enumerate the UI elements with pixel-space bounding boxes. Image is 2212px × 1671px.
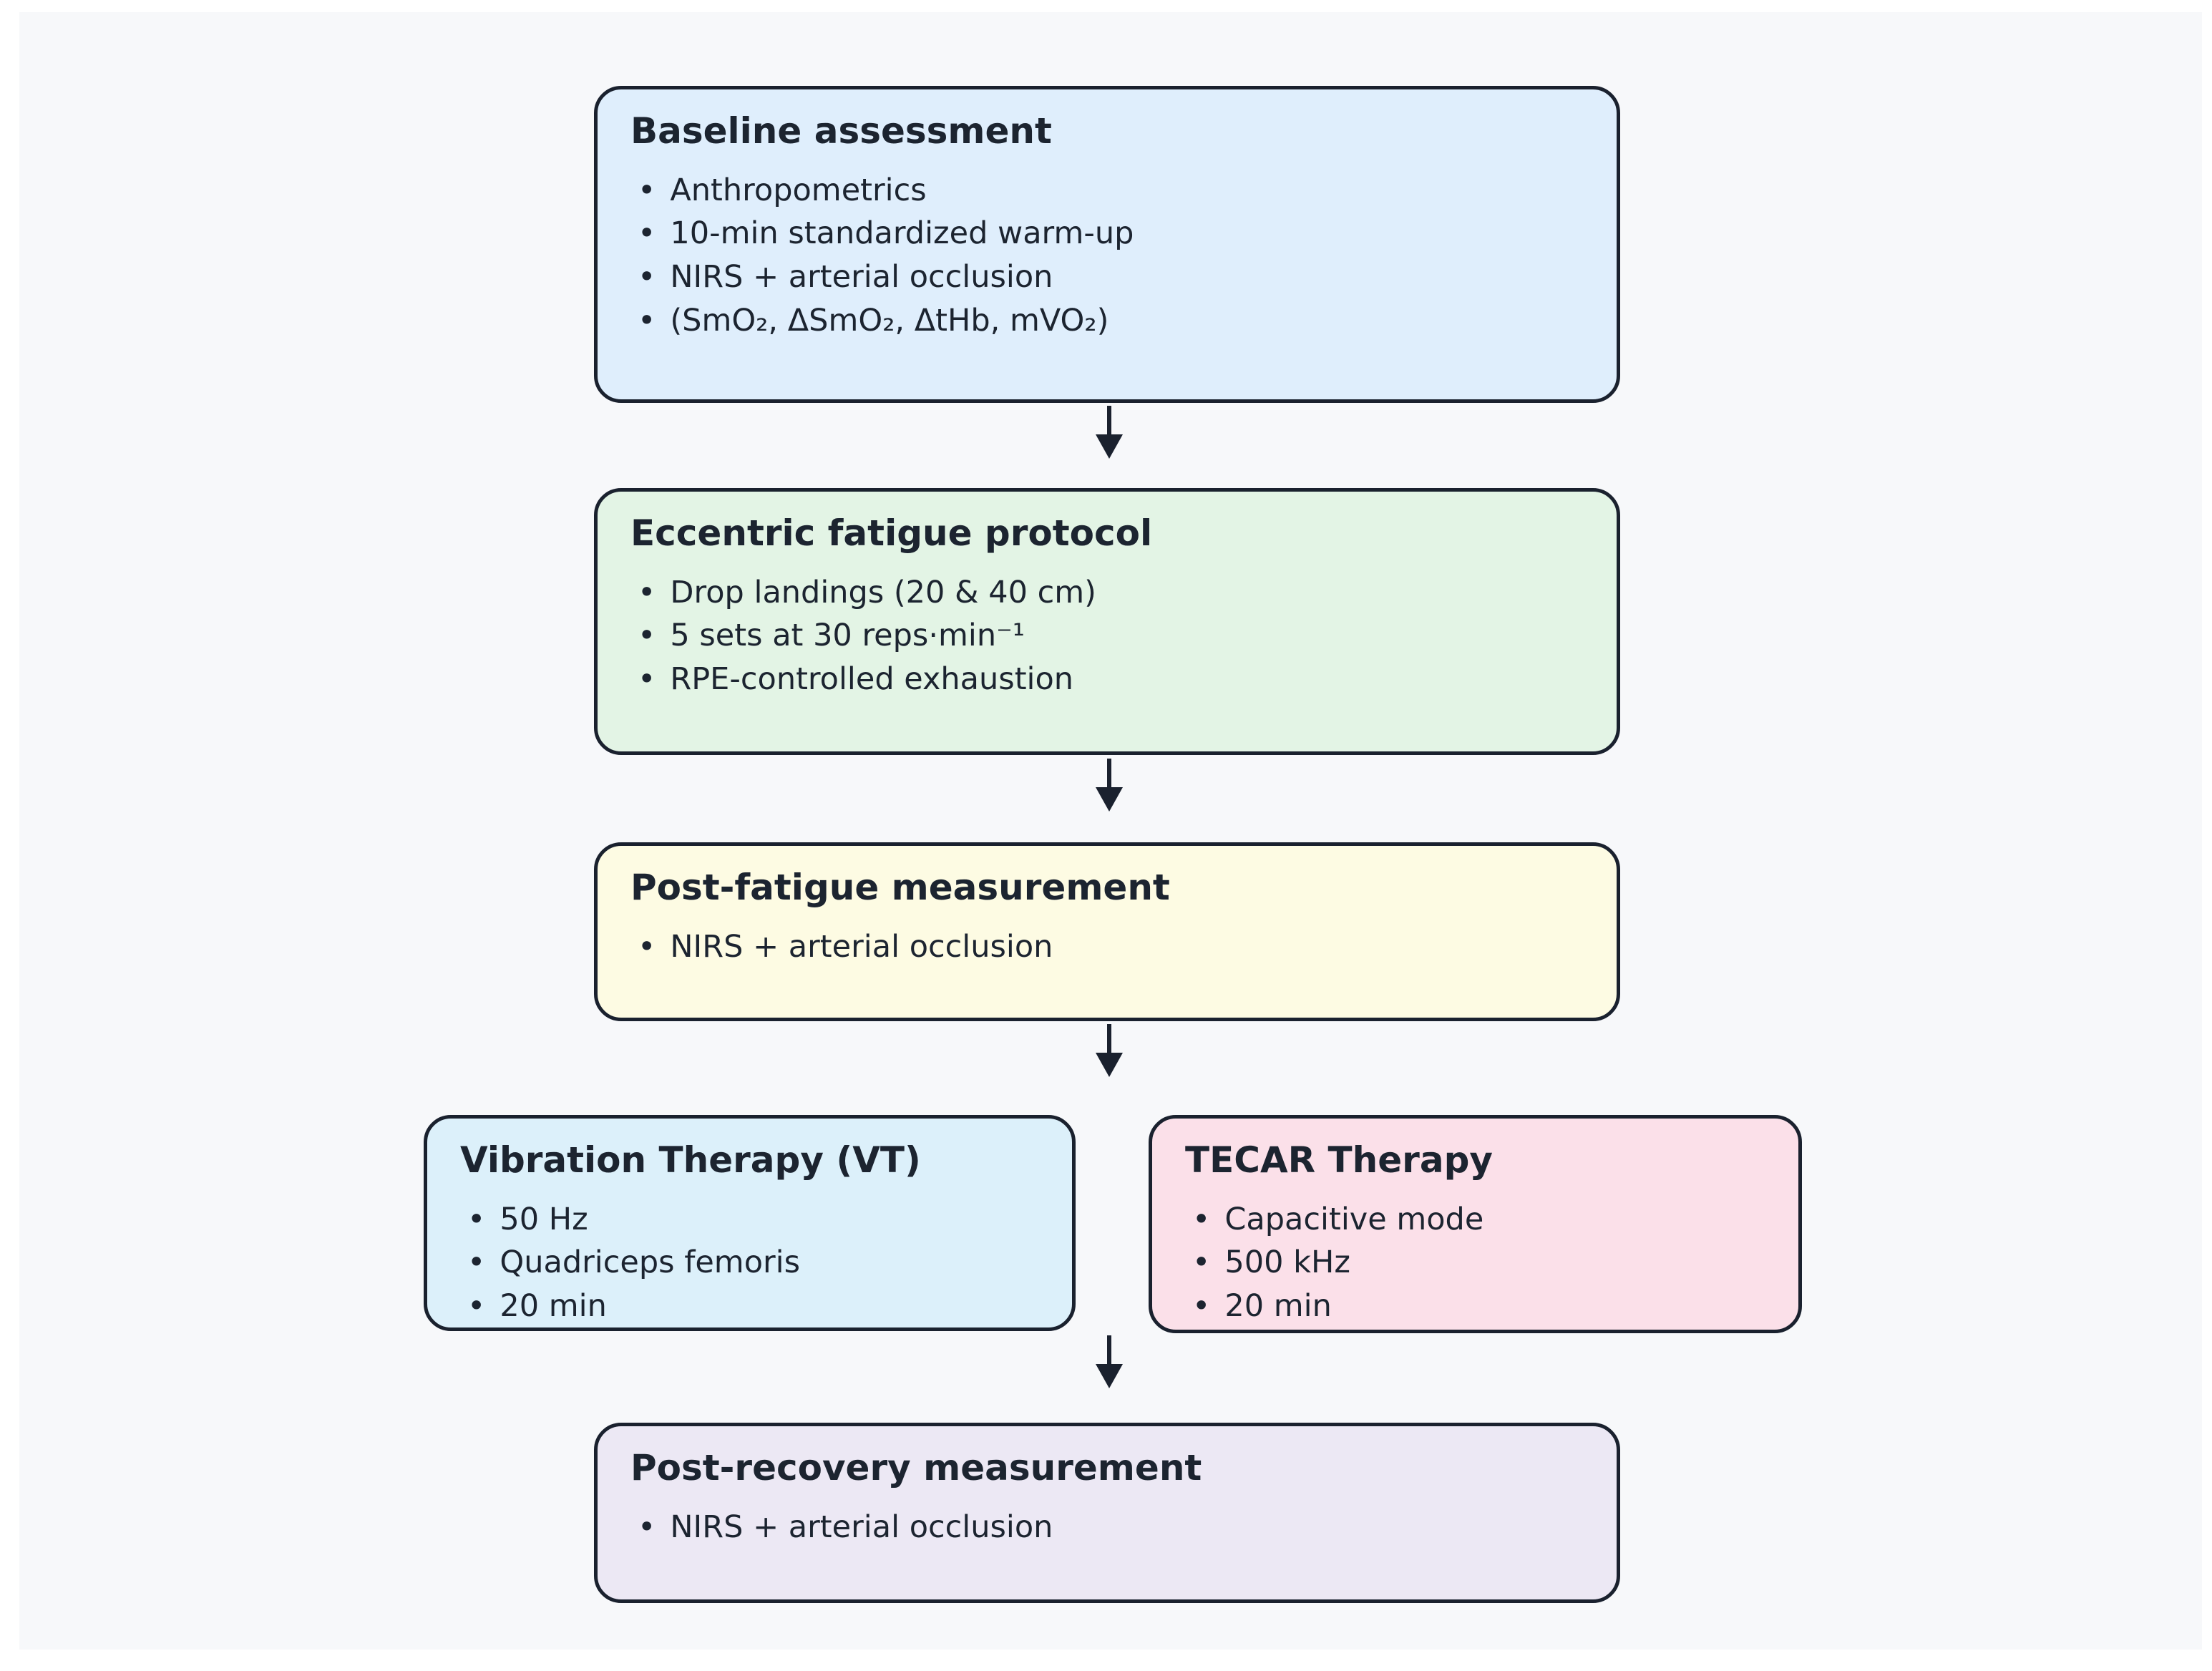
- box-title: Post-recovery measurement: [630, 1447, 1202, 1489]
- bullet-item: • NIRS + arterial occlusion: [638, 1508, 1584, 1548]
- bullet-dot: •: [638, 618, 656, 654]
- bullet-text: Quadriceps femoris: [500, 1244, 801, 1281]
- bullet-dot: •: [467, 1244, 486, 1281]
- box-baseline-assessment: Baseline assessment • Anthropometrics • 10-…: [594, 86, 1620, 403]
- box-post-recovery-measurement: Post-recovery measurement • NIRS + arteri…: [594, 1423, 1620, 1603]
- bullet-dot: •: [638, 574, 656, 610]
- bullet-dot: •: [467, 1201, 486, 1237]
- bullet-text: NIRS + arterial occlusion: [670, 928, 1053, 965]
- bullet-text: NIRS + arterial occlusion: [670, 1509, 1053, 1545]
- bullet-dot: •: [638, 172, 656, 208]
- bullet-list: • NIRS + arterial occlusion: [630, 927, 1584, 968]
- bullet-list: • Drop landings (20 & 40 cm) • 5 sets at 30…: [630, 573, 1584, 701]
- bullet-text: 500 kHz: [1224, 1244, 1350, 1281]
- bullet-text: 20 min: [1224, 1288, 1332, 1325]
- bullet-dot: •: [638, 215, 656, 252]
- arrow-head-icon: [1096, 434, 1123, 459]
- bullet-item: • 5 sets at 30 reps·min⁻¹: [638, 616, 1584, 656]
- arrow-head-icon: [1096, 787, 1123, 812]
- bullet-text: 10-min standardized warm-up: [670, 215, 1134, 252]
- bullet-dot: •: [1192, 1201, 1211, 1237]
- bullet-text: (SmO₂, ΔSmO₂, ΔtHb, mVO₂): [670, 303, 1109, 339]
- arrow-stem: [1107, 1335, 1111, 1364]
- bullet-item: • Anthropometrics: [638, 171, 1584, 211]
- bullet-dot: •: [638, 259, 656, 296]
- bullet-dot: •: [638, 303, 656, 339]
- bullet-dot: •: [638, 928, 656, 965]
- bullet-dot: •: [638, 661, 656, 698]
- box-eccentric-fatigue-protocol: Eccentric fatigue protocol • Drop landing…: [594, 488, 1620, 755]
- flow-arrow: [1096, 406, 1123, 459]
- bullet-text: Anthropometrics: [670, 172, 927, 208]
- bullet-item: • 500 kHz: [1192, 1243, 1765, 1283]
- bullet-item: • NIRS + arterial occlusion: [638, 258, 1584, 298]
- bullet-dot: •: [1192, 1288, 1211, 1325]
- box-title: Vibration Therapy (VT): [460, 1139, 921, 1181]
- bullet-list: • Capacitive mode • 500 kHz • 20 min: [1185, 1200, 1765, 1327]
- flow-arrow: [1096, 1024, 1123, 1077]
- bullet-list: • Anthropometrics • 10-min standardized war…: [630, 171, 1584, 342]
- bullet-item: • NIRS + arterial occlusion: [638, 927, 1584, 968]
- bullet-item: • 10-min standardized warm-up: [638, 214, 1584, 254]
- bullet-item: • Quadriceps femoris: [467, 1243, 1039, 1283]
- arrow-stem: [1107, 759, 1111, 787]
- bullet-text: Drop landings (20 & 40 cm): [670, 574, 1096, 610]
- bullet-item: • (SmO₂, ΔSmO₂, ΔtHb, mVO₂): [638, 301, 1584, 341]
- bullet-list: • 50 Hz • Quadriceps femoris • 20 min: [460, 1200, 1039, 1327]
- box-title: Post-fatigue measurement: [630, 867, 1170, 908]
- bullet-text: 5 sets at 30 reps·min⁻¹: [670, 618, 1025, 654]
- bullet-text: NIRS + arterial occlusion: [670, 259, 1053, 296]
- arrow-head-icon: [1096, 1364, 1123, 1388]
- bullet-item: • 50 Hz: [467, 1200, 1039, 1240]
- figure-background: Baseline assessment • Anthropometrics • 10-…: [19, 12, 2202, 1650]
- box-title: TECAR Therapy: [1185, 1139, 1493, 1181]
- flow-arrow: [1096, 759, 1123, 812]
- bullet-list: • NIRS + arterial occlusion: [630, 1508, 1584, 1548]
- arrow-stem: [1107, 406, 1111, 434]
- box-title: Eccentric fatigue protocol: [630, 512, 1153, 554]
- bullet-text: RPE-controlled exhaustion: [670, 661, 1074, 698]
- flow-arrow: [1096, 1335, 1123, 1388]
- box-vibration-therapy: Vibration Therapy (VT) • 50 Hz • Quadriceps…: [424, 1115, 1076, 1331]
- bullet-item: • 20 min: [1192, 1287, 1765, 1327]
- bullet-text: 20 min: [500, 1288, 607, 1325]
- bullet-text: 50 Hz: [500, 1201, 588, 1237]
- box-title: Baseline assessment: [630, 110, 1052, 152]
- bullet-item: • Capacitive mode: [1192, 1200, 1765, 1240]
- bullet-dot: •: [1192, 1244, 1211, 1281]
- box-post-fatigue-measurement: Post-fatigue measurement • NIRS + arteria…: [594, 842, 1620, 1021]
- box-tecar-therapy: TECAR Therapy • Capacitive mode • 500 kHz • 2…: [1149, 1115, 1802, 1333]
- bullet-item: • RPE-controlled exhaustion: [638, 660, 1584, 700]
- arrow-stem: [1107, 1024, 1111, 1053]
- bullet-dot: •: [467, 1288, 486, 1325]
- bullet-text: Capacitive mode: [1224, 1201, 1484, 1237]
- bullet-item: • Drop landings (20 & 40 cm): [638, 573, 1584, 613]
- arrow-head-icon: [1096, 1053, 1123, 1077]
- bullet-item: • 20 min: [467, 1287, 1039, 1327]
- bullet-dot: •: [638, 1509, 656, 1545]
